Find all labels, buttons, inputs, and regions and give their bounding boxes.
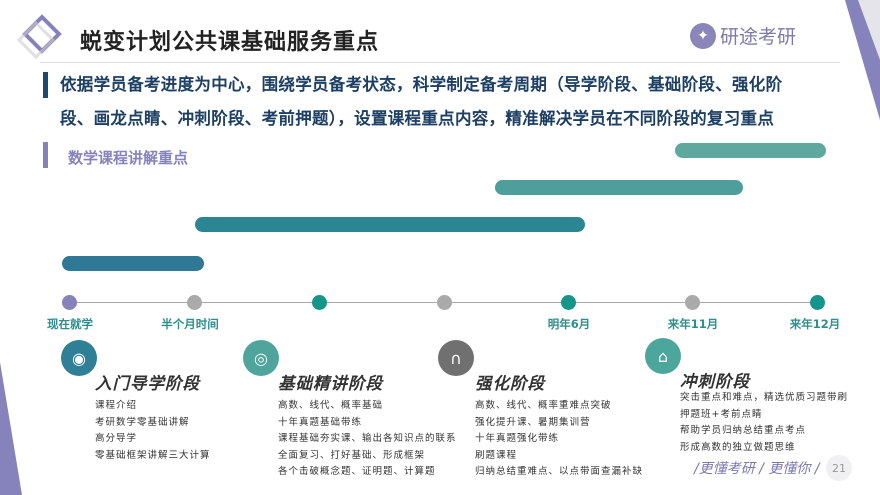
stage-item: 课程介绍	[95, 400, 138, 411]
stage-title: 强化阶段	[475, 374, 545, 393]
stage-items: 高数、线代、概率基础十年真题基础带练课程基础夯实课、输出各知识点的联系全面复习、…	[278, 398, 457, 481]
stage-item: 强化提升课、暑期集训营	[475, 416, 591, 428]
intro-line-2: 段、画龙点睛、冲刺阶段、考前押题），设置课程重点内容，精准解决学员在不同阶段的复…	[60, 109, 775, 128]
subtitle: 数学课程讲解重点	[68, 149, 189, 167]
phase-bar-intro	[62, 256, 204, 271]
stage-items: 突击重点和难点，精选优质习题带刷押题班+考前点睛帮助学员归纳总结重点考点形成高数…	[680, 390, 848, 456]
phase-bar-sprint	[675, 143, 826, 158]
stage-title: 入门导学阶段	[95, 374, 200, 393]
timeline-dot	[561, 295, 576, 310]
stage-item: 课程基础夯实课、输出各知识点的联系	[278, 433, 457, 444]
stage-item: 考研数学零基础讲解	[95, 416, 190, 428]
divider	[40, 62, 840, 63]
router-icon: ⌂	[645, 338, 681, 374]
stage-title: 冲刺阶段	[680, 372, 750, 391]
stage-items: 高数、线代、概率重难点突破强化提升课、暑期集训营十年真题强化带练刷题课程归纳总结…	[475, 398, 643, 481]
headphones-icon: ∩	[438, 340, 474, 376]
stage-item: 刷题课程	[475, 449, 518, 461]
page-number: 21	[826, 455, 852, 481]
stage-item: 形成高数的独立做题思维	[680, 441, 796, 453]
stage-items: 课程介绍考研数学零基础讲解高分导学零基础框架讲解三大计算	[95, 398, 211, 464]
timeline-dot	[312, 295, 327, 310]
timeline-dot	[437, 295, 452, 310]
page-title: 蜕变计划公共课基础服务重点	[80, 30, 380, 55]
stage-title: 基础精讲阶段	[278, 374, 383, 393]
timeline-dot	[187, 295, 202, 310]
footer-slogan: /更懂考研 / 更懂你 /	[694, 461, 820, 477]
timeline-dot	[810, 295, 825, 310]
stage-item: 押题班+考前点睛	[680, 408, 763, 420]
stage-item: 高数、线代、概率重难点突破	[475, 400, 612, 411]
unicorn-logo-icon: ✦	[690, 22, 716, 49]
disc-icon: ◎	[243, 340, 279, 376]
intro-text: 依据学员备考进度为中心，围绕学员备考状态，科学制定备考周期（导学阶段、基础阶段、…	[60, 68, 850, 136]
timeline-label: 来年11月	[667, 317, 719, 331]
stage-item: 十年真题基础带练	[278, 416, 363, 428]
timeline-label: 现在就学	[47, 317, 93, 331]
phase-bar-foundation	[195, 217, 585, 232]
timeline-label: 半个月时间	[161, 317, 219, 331]
webcam-icon: ◉	[61, 340, 97, 376]
phase-bar-intensive	[495, 180, 743, 195]
timeline-label: 来年12月	[789, 317, 841, 331]
timeline-dot	[62, 295, 77, 310]
timeline-dot	[685, 295, 700, 310]
timeline-label: 明年6月	[547, 317, 591, 331]
stage-item: 归纳总结重难点、以点带面查漏补缺	[475, 466, 644, 477]
stage-item: 突击重点和难点，精选优质习题带刷	[680, 392, 849, 403]
stage-item: 高分导学	[95, 433, 138, 444]
logo-text: 研途考研	[720, 26, 797, 48]
stage-item: 十年真题强化带练	[475, 433, 560, 444]
intro-line-1: 依据学员备考进度为中心，围绕学员备考状态，科学制定备考周期（导学阶段、基础阶段、…	[60, 75, 783, 94]
logo: ✦研途考研	[690, 22, 796, 49]
subtitle-bar	[43, 142, 48, 168]
stage-item: 全面复习、打好基础、形成框架	[278, 449, 426, 461]
stage-item: 帮助学员归纳总结重点考点	[680, 425, 807, 436]
stage-item: 零基础框架讲解三大计算	[95, 449, 211, 461]
stage-item: 高数、线代、概率基础	[278, 400, 384, 411]
accent-bar	[43, 72, 48, 98]
stage-item: 各个击破概念题、证明题、计算题	[278, 466, 436, 477]
